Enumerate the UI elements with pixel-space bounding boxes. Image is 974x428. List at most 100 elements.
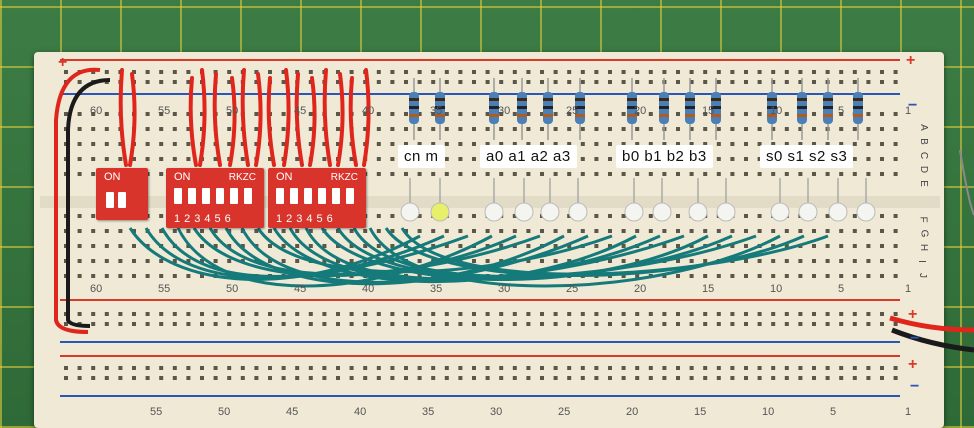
dip-toggle[interactable] — [230, 188, 238, 204]
breadboard-hole — [771, 80, 776, 84]
breadboard-hole — [308, 366, 313, 370]
breadboard-hole — [390, 127, 395, 131]
breadboard-hole — [608, 70, 612, 74]
dip-toggle[interactable] — [106, 192, 114, 208]
breadboard-hole — [771, 142, 776, 146]
breadboard-hole — [499, 322, 504, 326]
breadboard-hole — [730, 142, 735, 146]
resistor-band — [659, 114, 669, 117]
breadboard-hole — [472, 229, 476, 233]
breadboard-hole — [716, 322, 721, 326]
breadboard-hole — [730, 312, 735, 316]
column-number-mid: 35 — [430, 283, 443, 295]
dip-toggle[interactable] — [304, 188, 312, 204]
led — [828, 202, 848, 222]
breadboard-hole — [771, 229, 776, 233]
breadboard-hole — [417, 172, 422, 176]
breadboard-hole — [852, 229, 857, 233]
breadboard-hole — [839, 322, 844, 326]
breadboard-hole — [784, 259, 789, 263]
rail-minus-sign: − — [910, 378, 920, 395]
teal-jumper-wire — [208, 227, 541, 276]
dip-toggle[interactable] — [318, 188, 326, 204]
column-number-top: 25 — [566, 105, 579, 117]
dip-toggle[interactable] — [290, 188, 298, 204]
breadboard-hole — [798, 274, 803, 278]
breadboard-hole — [512, 172, 517, 176]
breadboard-hole — [580, 127, 585, 131]
breadboard-hole — [716, 127, 721, 131]
breadboard-hole — [512, 70, 517, 74]
column-number-bottom: 20 — [626, 406, 639, 418]
breadboard-hole — [213, 157, 218, 161]
breadboard-hole — [213, 229, 218, 233]
breadboard-hole — [268, 312, 272, 316]
breadboard-hole — [499, 172, 504, 176]
breadboard-hole — [716, 244, 721, 248]
breadboard-hole — [281, 259, 286, 263]
breadboard-hole — [132, 322, 136, 326]
breadboard-hole — [159, 366, 164, 370]
breadboard-hole — [132, 376, 136, 380]
breadboard-hole — [159, 172, 164, 176]
breadboard-hole — [812, 312, 816, 316]
dip-toggle[interactable] — [118, 192, 126, 208]
breadboard-hole — [757, 80, 762, 84]
breadboard-hole — [499, 376, 504, 380]
breadboard-hole — [594, 70, 599, 74]
column-number-bottom: 35 — [422, 406, 435, 418]
dip-position-numbers: 123456 — [276, 213, 337, 225]
resistor-band — [711, 106, 721, 109]
breadboard-hole — [866, 274, 871, 278]
breadboard-hole — [852, 274, 857, 278]
dip-toggle[interactable] — [276, 188, 284, 204]
breadboard-hole — [553, 376, 558, 380]
breadboard-hole — [227, 259, 232, 263]
dip-toggle[interactable] — [332, 188, 340, 204]
resistor-band — [575, 106, 585, 109]
breadboard-hole — [363, 229, 368, 233]
breadboard-hole — [771, 376, 776, 380]
dip-toggle[interactable] — [216, 188, 224, 204]
breadboard-hole — [200, 274, 204, 278]
red-jumper-wire — [336, 72, 345, 167]
dip-toggle[interactable] — [202, 188, 210, 204]
breadboard-hole — [172, 322, 177, 326]
red-jumper-wire — [348, 76, 358, 167]
dip-toggle[interactable] — [346, 188, 354, 204]
breadboard-hole — [104, 376, 109, 380]
row-letter: H — [918, 243, 930, 252]
resistor-band — [517, 106, 527, 109]
dip-toggle[interactable] — [188, 188, 196, 204]
breadboard-hole — [540, 312, 544, 316]
breadboard-hole — [336, 259, 340, 263]
breadboard-hole — [567, 172, 572, 176]
column-number-mid: 1 — [905, 283, 912, 295]
dip-toggle[interactable] — [244, 188, 252, 204]
breadboard-hole — [621, 376, 626, 380]
breadboard-hole — [676, 127, 680, 131]
breadboard-hole — [580, 172, 585, 176]
breadboard-hole — [825, 312, 830, 316]
dip-toggle[interactable] — [174, 188, 182, 204]
breadboard-hole — [295, 244, 300, 248]
breadboard-hole — [689, 366, 694, 370]
breadboard-hole — [336, 70, 340, 74]
red-jumper-wire — [362, 68, 371, 167]
breadboard-hole — [118, 322, 123, 326]
breadboard-hole — [757, 366, 762, 370]
resistor-band — [435, 98, 445, 101]
breadboard-hole — [635, 127, 640, 131]
breadboard-hole — [567, 244, 572, 248]
breadboard-hole — [852, 157, 857, 161]
breadboard-hole — [621, 127, 626, 131]
breadboard-hole — [186, 70, 191, 74]
breadboard-hole — [77, 142, 82, 146]
breadboard-hole — [512, 142, 517, 146]
breadboard-hole — [648, 112, 653, 116]
breadboard-hole — [363, 80, 368, 84]
breadboard-hole — [390, 157, 395, 161]
breadboard-hole — [417, 70, 422, 74]
dip-on-label: ON — [174, 171, 191, 183]
breadboard-hole — [594, 366, 599, 370]
